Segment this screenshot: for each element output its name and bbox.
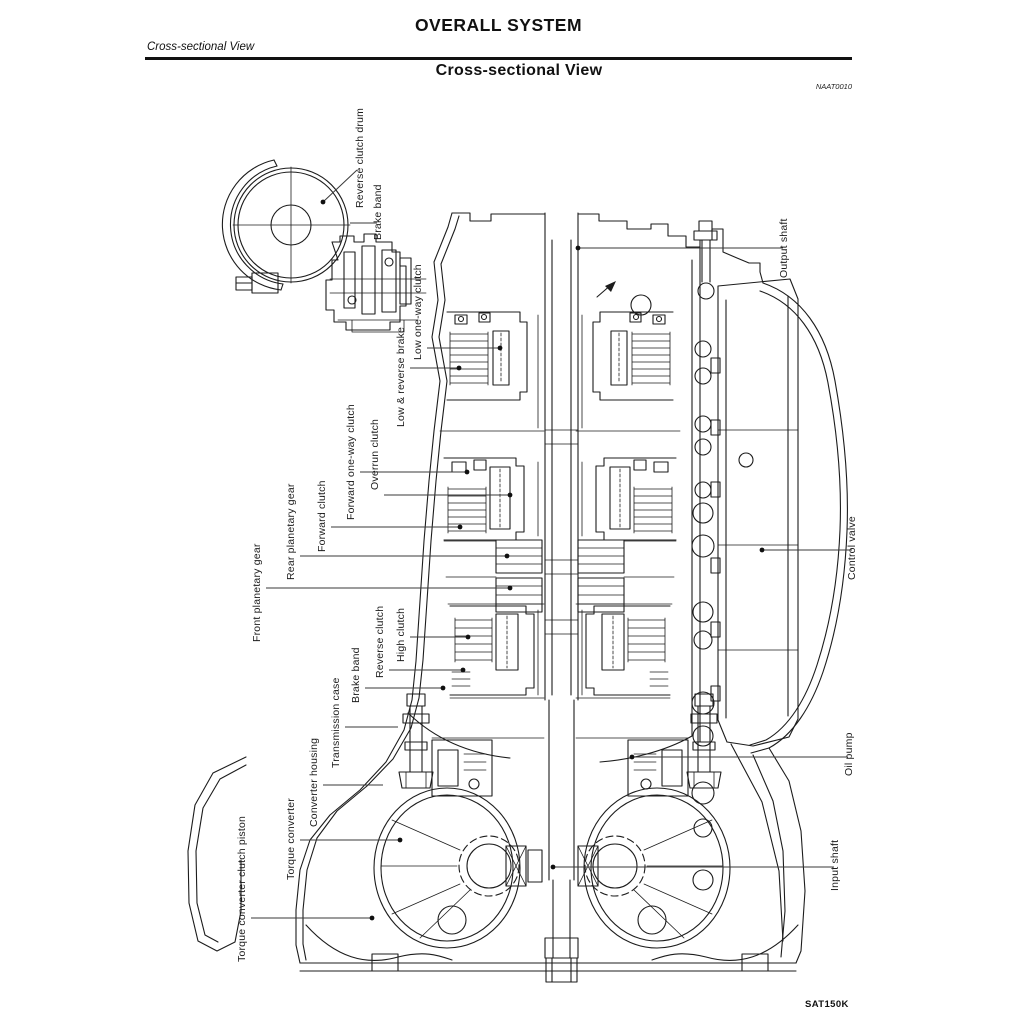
leader-dot-oil-pump: [629, 754, 635, 760]
label-output-shaft: Output shaft: [778, 218, 790, 278]
leader-dot-forward-clutch: [457, 524, 463, 530]
label-low-and-reverse-brake: Low & reverse brake: [395, 327, 407, 427]
leader-dot-forward-one-way-clutch: [464, 469, 470, 475]
main-shaft: [544, 212, 613, 959]
label-overrun-clutch: Overrun clutch: [369, 419, 381, 490]
leader-dot-control-valve: [759, 547, 765, 553]
figure-ref-code: SAT150K: [805, 999, 849, 1010]
figure-title: Cross-sectional View: [435, 62, 603, 79]
leader-dot-input-shaft: [550, 864, 556, 870]
leader-dot-torque-converter: [397, 837, 403, 843]
header-rule: [145, 57, 852, 60]
leader-dot-low-and-reverse-brake: [456, 365, 462, 371]
label-rear-planetary-gear: Rear planetary gear: [285, 483, 297, 580]
label-brake-band-lower: Brake band: [350, 647, 362, 703]
leader-dot-brake-band-lower: [440, 685, 446, 691]
leader-dot-torque-converter-clutch-piston: [369, 915, 375, 921]
leader-dot-rear-planetary-gear: [504, 553, 510, 559]
label-torque-converter: Torque converter: [285, 798, 297, 880]
label-control-valve: Control valve: [846, 516, 858, 580]
callout-arrow: [605, 281, 616, 292]
leader-dot-overrun-clutch: [507, 492, 513, 498]
transmission-case-outline: [187, 212, 797, 983]
section-title: OVERALL SYSTEM: [414, 15, 583, 35]
oil-pan-outline: [730, 282, 848, 964]
label-front-planetary-gear: Front planetary gear: [251, 543, 263, 642]
label-reverse-clutch: Reverse clutch: [374, 606, 386, 678]
inset-reverse-clutch-drum-view: [221, 159, 427, 333]
leader-dot-low-one-way-clutch: [497, 345, 503, 351]
label-low-one-way-clutch: Low one-way clutch: [412, 264, 424, 360]
leader-dot-reverse-clutch: [460, 667, 466, 673]
breadcrumb: Cross-sectional View: [147, 41, 255, 53]
label-torque-converter-clutch-piston: Torque converter clutch piston: [236, 816, 248, 962]
label-transmission-case: Transmission case: [330, 677, 342, 768]
label-input-shaft: Input shaft: [829, 840, 841, 891]
leader-reverse-clutch-drum: [322, 169, 358, 203]
label-forward-clutch: Forward clutch: [316, 480, 328, 552]
leader-dot-reverse-clutch-drum: [320, 199, 326, 205]
leader-dot-high-clutch: [465, 634, 471, 640]
leader-dot-output-shaft: [575, 245, 581, 251]
geartrain-right-half: [575, 311, 722, 797]
label-reverse-clutch-drum: Reverse clutch drum: [354, 108, 366, 208]
label-forward-one-way-clutch: Forward one-way clutch: [345, 404, 357, 520]
leader-dot-front-planetary-gear: [507, 585, 513, 591]
label-oil-pump: Oil pump: [843, 732, 855, 776]
label-high-clutch: High clutch: [395, 608, 407, 662]
geartrain-left-half: [398, 311, 545, 797]
label-converter-housing: Converter housing: [308, 738, 320, 827]
control-valve-body: [691, 278, 799, 891]
doc-ref-code: NAAT0010: [815, 82, 852, 91]
label-brake-band-upper: Brake band: [372, 184, 384, 240]
torque-converter-section: [305, 787, 799, 961]
